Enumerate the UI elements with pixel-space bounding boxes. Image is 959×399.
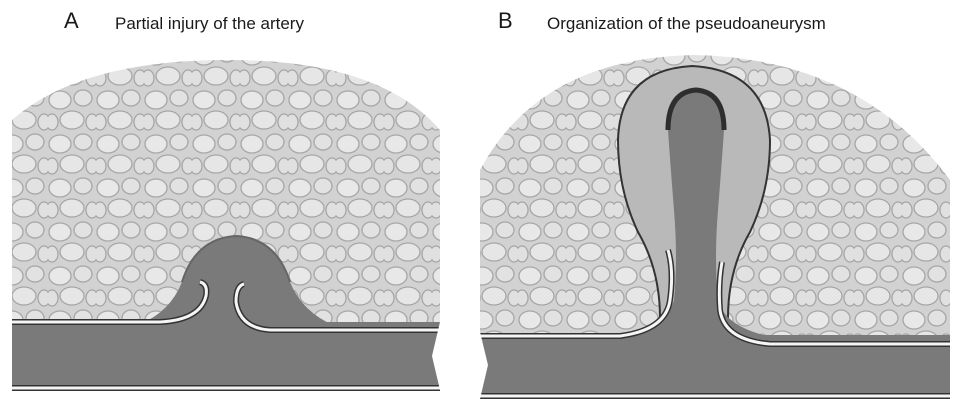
panel-b: B Organization of the pseudoaneurysm [470, 0, 959, 399]
partial-injury-illustration [0, 0, 445, 399]
pseudoaneurysm-illustration [470, 0, 959, 399]
panel-a: A Partial injury of the artery [0, 0, 445, 399]
